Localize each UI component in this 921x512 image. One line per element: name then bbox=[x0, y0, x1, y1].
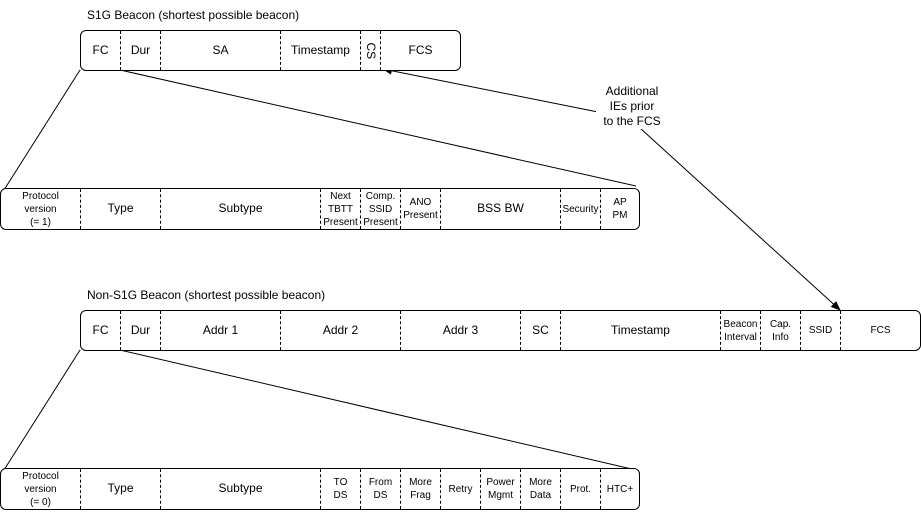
s1g-field: FCS bbox=[408, 42, 433, 57]
s1g-field: SA bbox=[161, 31, 281, 70]
nons1g-fc-expand-right-line bbox=[119, 349, 637, 471]
s1g-fc-subfield: Type bbox=[81, 189, 161, 229]
nons1g-fc-subfield: Retry bbox=[441, 469, 481, 509]
s1g-fc-subfield: Next TBTT Present bbox=[321, 189, 361, 229]
s1g-fc-subfield: Subtype bbox=[161, 189, 321, 229]
s1g-fc-expand-right-line bbox=[119, 69, 637, 187]
s1g-fc-subfields-frame: Protocol version (= 1) Type Subtype Next… bbox=[0, 188, 640, 230]
nons1g-field: Addr 3 bbox=[401, 311, 521, 350]
s1g-field: Dur bbox=[121, 31, 161, 70]
nons1g-field: Cap. Info bbox=[761, 311, 801, 350]
nons1g-field: Timestamp bbox=[561, 311, 721, 350]
nons1g-fc-subfield: TO DS bbox=[321, 469, 361, 509]
s1g-fc-subfield: ANO Present bbox=[401, 189, 441, 229]
s1g-field: Timestamp bbox=[281, 31, 361, 70]
s1g-fc-expand-left-line bbox=[3, 69, 81, 191]
s1g-fc-subfield: Protocol version (= 1) bbox=[1, 189, 81, 229]
nons1g-fc-subfield: More Data bbox=[521, 469, 561, 509]
nons1g-fc-subfield: More Frag bbox=[401, 469, 441, 509]
nons1g-fc-subfield: Subtype bbox=[161, 469, 321, 509]
nons1g-beacon-frame: FC Dur Addr 1 Addr 2 Addr 3 SC Timestamp… bbox=[80, 310, 921, 351]
nons1g-field: Addr 1 bbox=[161, 311, 281, 350]
s1g-beacon-title: S1G Beacon (shortest possible beacon) bbox=[87, 8, 300, 22]
nons1g-fc-subfield: Prot. bbox=[561, 469, 601, 509]
nons1g-fc-subfield: Protocol version (= 0) bbox=[1, 469, 81, 509]
nons1g-fc-subfield: Power Mgmt bbox=[481, 469, 521, 509]
s1g-fc-subfield: Comp. SSID Present bbox=[361, 189, 401, 229]
nons1g-field: Beacon Interval bbox=[721, 311, 761, 350]
s1g-field: FC bbox=[81, 31, 121, 70]
arrow-to-s1g-cs bbox=[382, 66, 599, 113]
nons1g-field: FC bbox=[81, 311, 121, 350]
s1g-field: CS bbox=[361, 31, 381, 70]
s1g-fc-subfield: AP PM bbox=[612, 197, 628, 221]
nons1g-fc-subfields-frame: Protocol version (= 0) Type Subtype TO D… bbox=[0, 468, 640, 510]
nons1g-field: SC bbox=[521, 311, 561, 350]
s1g-fc-subfield: Security bbox=[561, 189, 601, 229]
arrow-to-nons1g-ssid bbox=[639, 127, 841, 311]
nons1g-field: Addr 2 bbox=[281, 311, 401, 350]
s1g-fc-subfield: BSS BW bbox=[441, 189, 561, 229]
nons1g-fc-expand-left-line bbox=[3, 349, 81, 471]
nons1g-fc-subfield: From DS bbox=[361, 469, 401, 509]
nons1g-field: Dur bbox=[121, 311, 161, 350]
nons1g-fc-subfield: HTC+ bbox=[606, 483, 634, 495]
nons1g-fc-subfield: Type bbox=[81, 469, 161, 509]
nons1g-beacon-title: Non-S1G Beacon (shortest possible beacon… bbox=[87, 288, 326, 302]
nons1g-field: SSID bbox=[801, 311, 841, 350]
nons1g-field: FCS bbox=[870, 325, 891, 336]
s1g-field-cs-label: CS bbox=[364, 42, 379, 59]
additional-ies-note: Additional IEs prior to the FCS bbox=[596, 84, 668, 129]
s1g-beacon-frame: FC Dur SA Timestamp CS FCS bbox=[80, 30, 461, 71]
